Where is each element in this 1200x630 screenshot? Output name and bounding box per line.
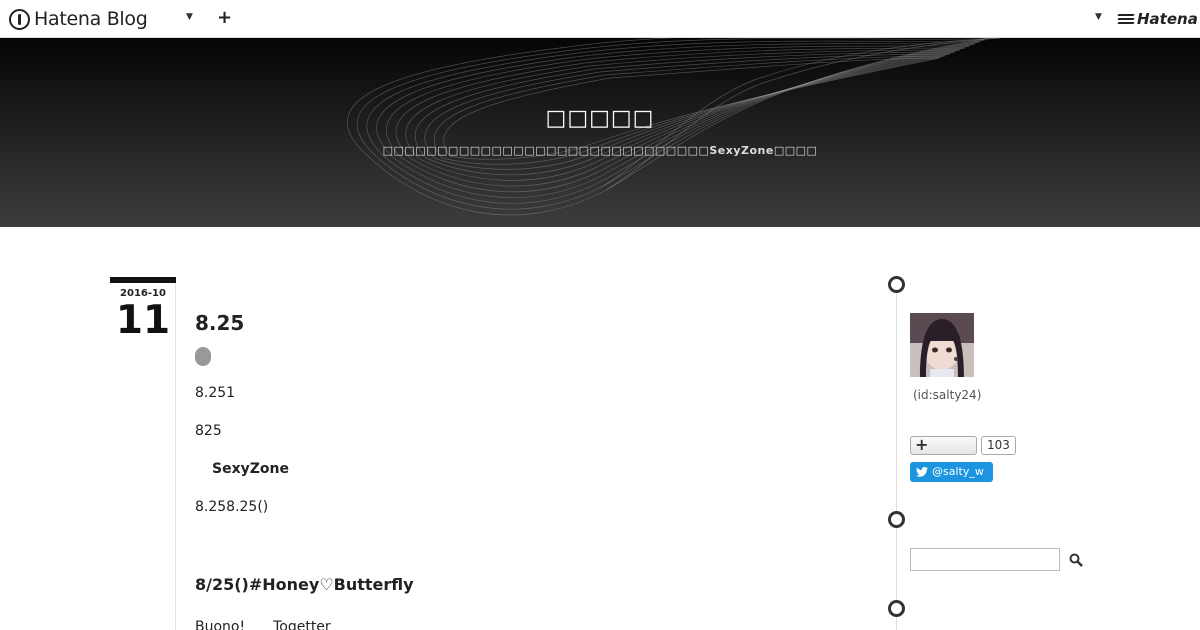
entry-paragraph: 8.251	[195, 385, 236, 401]
entry-paragraph: 825	[195, 423, 222, 439]
search-input[interactable]	[910, 548, 1060, 571]
blog-description: □□□□□□□□□□□□□□□□□□□□□□□□□□□□□□SexyZone□□…	[382, 144, 818, 157]
plus-icon: +	[915, 435, 929, 454]
brand-name: Hatena Blog	[34, 8, 148, 30]
entry-title[interactable]: 8.25	[195, 311, 245, 335]
sidebar-line	[896, 290, 897, 630]
sidebar-section-marker	[888, 511, 905, 528]
entry-paragraph: 8.258.25()	[195, 499, 269, 515]
search-icon[interactable]	[1069, 553, 1083, 567]
blog-title[interactable]: □□□□□	[545, 106, 655, 131]
entry-strong-text: SexyZone	[212, 461, 289, 477]
twitter-handle: @salty_w	[932, 465, 984, 478]
entry-section-heading: 8/25()#Honey♡Butterfly	[195, 575, 414, 594]
subscriber-count[interactable]: 103	[981, 436, 1016, 455]
caret-down-icon[interactable]: ▼	[1095, 12, 1102, 22]
category-tag[interactable]	[195, 347, 211, 366]
subscribe-button[interactable]: +	[910, 435, 977, 455]
sidebar-section-marker	[888, 276, 905, 293]
entry-divider	[175, 283, 176, 630]
caret-down-icon[interactable]: ▼	[186, 12, 193, 22]
blog-header: □□□□□ □□□□□□□□□□□□□□□□□□□□□□□□□□□□□□Sexy…	[0, 38, 1200, 227]
hatena-brand: Hatena	[1137, 10, 1198, 28]
hatena-blog-logo[interactable]: Hatena Blog	[9, 7, 148, 31]
hatena-blog-mark-icon	[9, 8, 30, 30]
avatar-image	[910, 313, 974, 377]
twitter-follow-button[interactable]: @salty_w	[910, 462, 993, 482]
date-year-month: 2016-10	[120, 288, 166, 299]
entry-paragraph: Buono! Togetter	[195, 619, 331, 630]
avatar[interactable]	[910, 313, 974, 377]
user-id[interactable]: (id:salty24)	[913, 388, 982, 402]
global-header: Hatena Blog ▼ + ▼ Hatena	[0, 0, 1200, 38]
hatena-mark-icon	[1117, 13, 1135, 25]
date-day: 11	[115, 298, 171, 343]
entry-date[interactable]: 2016-10 11	[110, 277, 176, 341]
new-post-button[interactable]: +	[217, 7, 233, 28]
sidebar-section-marker	[888, 600, 905, 617]
hatena-logo[interactable]: Hatena	[1117, 10, 1198, 28]
twitter-bird-icon	[916, 467, 928, 477]
header-wave-decoration	[347, 38, 1001, 216]
